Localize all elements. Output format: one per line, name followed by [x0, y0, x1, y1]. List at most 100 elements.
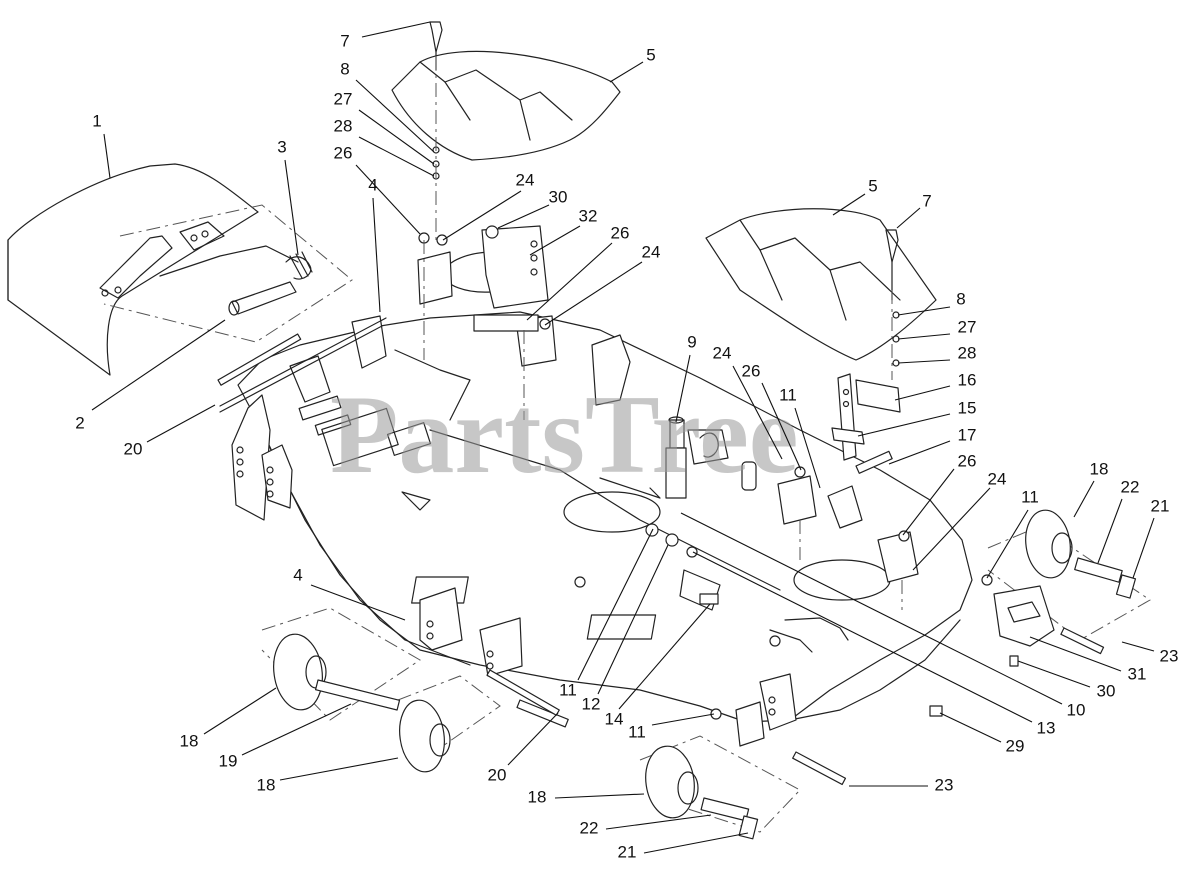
callout-number: 18 [1090, 459, 1109, 478]
callout-3: 3 [277, 137, 299, 256]
callout-number: 24 [988, 469, 1007, 488]
front-right-wheel [639, 673, 943, 840]
callout-number: 8 [340, 59, 349, 78]
callout-22: 22 [1097, 477, 1139, 564]
callout-21: 21 [618, 832, 749, 861]
callout-number: 31 [1128, 664, 1147, 683]
leader-line [358, 109, 435, 165]
leader-line [544, 261, 643, 326]
callout-number: 28 [334, 116, 353, 135]
callout-10: 10 [680, 512, 1086, 719]
callout-number: 22 [580, 818, 599, 837]
callout-number: 26 [742, 361, 761, 380]
callout-4: 4 [368, 175, 381, 313]
leader-line [361, 21, 431, 38]
leader-line [284, 159, 299, 256]
callout-7: 7 [340, 21, 431, 50]
callout-number: 21 [1151, 496, 1170, 515]
callout-number: 26 [334, 143, 353, 162]
callout-21: 21 [1132, 496, 1170, 579]
leader-line [939, 712, 1002, 743]
baffle-right [705, 208, 937, 361]
watermark: PartsTree [330, 373, 799, 497]
leader-line [643, 832, 749, 854]
leader-line [241, 703, 352, 756]
leader-line [1017, 660, 1091, 688]
callout-29: 29 [939, 712, 1025, 755]
right-brackets [741, 290, 919, 610]
leader-line [888, 440, 951, 465]
callout-27: 27 [897, 317, 977, 340]
callout-19: 19 [219, 703, 352, 770]
callout-number: 27 [334, 89, 353, 108]
leader-line [912, 487, 991, 571]
leader-line [857, 413, 951, 437]
callout-number: 26 [611, 223, 630, 242]
leader-line [618, 603, 711, 710]
leader-line [609, 61, 644, 83]
callout-24: 24 [912, 469, 1007, 571]
leader-line [894, 385, 951, 401]
leader-line [497, 204, 550, 229]
leader-line [605, 814, 712, 830]
callout-8: 8 [340, 59, 435, 153]
callout-26: 26 [526, 223, 630, 321]
leader-line [1029, 636, 1122, 672]
callout-number: 30 [549, 187, 568, 206]
callout-number: 3 [277, 137, 286, 156]
callout-number: 18 [528, 787, 547, 806]
leader-line [442, 190, 522, 241]
callout-11: 11 [559, 528, 654, 699]
callout-number: 18 [180, 731, 199, 750]
leader-line [203, 687, 277, 735]
callout-8: 8 [897, 289, 966, 316]
callout-number: 16 [958, 370, 977, 389]
callout-number: 24 [516, 170, 535, 189]
leader-line [91, 319, 226, 411]
callout-number: 11 [1021, 487, 1039, 506]
callout-26: 26 [742, 361, 802, 471]
callout-number: 29 [1006, 736, 1025, 755]
callout-4: 4 [293, 565, 406, 621]
callout-5: 5 [832, 176, 878, 216]
callout-number: 32 [579, 206, 598, 225]
callout-24: 24 [442, 170, 535, 241]
discharge-deflector [7, 163, 353, 376]
callout-number: 21 [618, 842, 637, 861]
callout-11: 11 [779, 385, 821, 489]
leader-line [358, 136, 435, 177]
leader-line [146, 404, 216, 443]
callout-15: 15 [857, 398, 976, 437]
leader-line [1121, 641, 1155, 652]
callout-number: 7 [340, 31, 349, 50]
spindle-assembly [591, 334, 729, 611]
callout-number: 11 [559, 680, 577, 699]
leader-line [832, 193, 866, 216]
callout-number: 19 [219, 751, 238, 770]
leader-line [761, 382, 802, 471]
callout-18: 18 [1073, 459, 1109, 518]
leader-line [732, 365, 783, 460]
leader-line [692, 551, 1033, 723]
callout-number: 24 [713, 343, 732, 362]
front-left-wheels [261, 587, 569, 773]
callout-number: 10 [1067, 700, 1086, 719]
right-rear-wheel [981, 509, 1151, 667]
callout-23: 23 [1121, 641, 1178, 665]
callout-number: 27 [958, 317, 977, 336]
leader-line [794, 407, 821, 489]
callout-24: 24 [713, 343, 783, 460]
bolts [217, 333, 560, 716]
callout-26: 26 [902, 451, 976, 536]
callout-14: 14 [605, 603, 711, 728]
callout-28: 28 [897, 343, 976, 364]
leader-line [897, 333, 951, 340]
leader-line [529, 225, 581, 256]
callout-number: 14 [605, 709, 624, 728]
callout-number: 1 [92, 111, 101, 130]
callout-number: 11 [628, 722, 646, 741]
callout-number: 17 [958, 425, 977, 444]
leader-line [554, 793, 645, 799]
leader-line [897, 306, 951, 316]
callout-number: 4 [293, 565, 302, 584]
